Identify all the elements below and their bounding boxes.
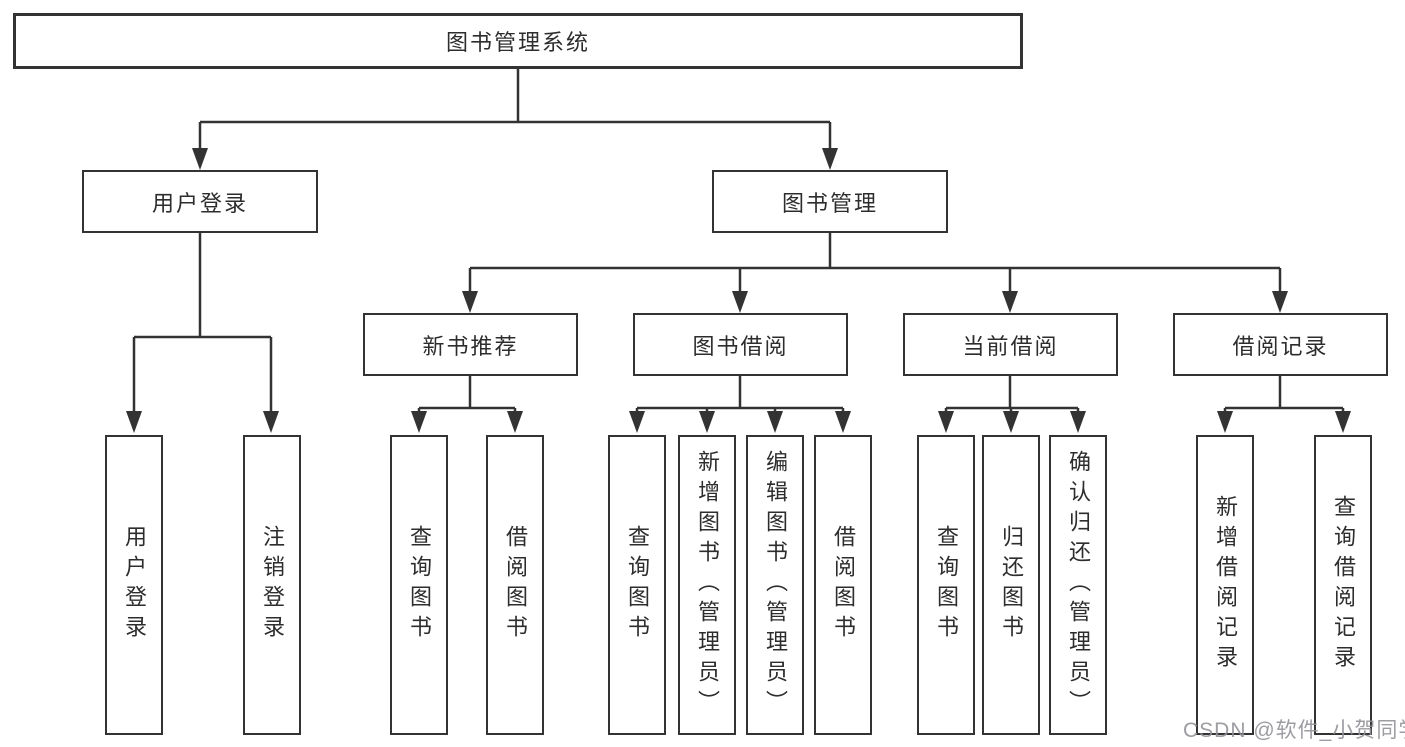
node-label: 编辑图书（管理员） — [763, 450, 788, 720]
leaf-edit-books-admin: 编辑图书（管理员） — [746, 435, 804, 735]
leaf-borrow-books: 借阅图书 — [814, 435, 872, 735]
csdn-watermark: CSDN @软件_小贺同学 — [1183, 719, 1405, 742]
node-label: 用户登录 — [122, 525, 147, 645]
node-label: 新增图书（管理员） — [695, 450, 720, 720]
node-label: 借阅图书 — [503, 525, 528, 645]
node-label: 注销登录 — [260, 525, 285, 645]
node-label: 确认归还（管理员） — [1066, 450, 1091, 720]
node-label: 新书推荐 — [422, 333, 519, 359]
node-borrowing-records: 借阅记录 — [1173, 313, 1388, 376]
node-book-borrowing: 图书借阅 — [633, 313, 848, 376]
node-label: 图书管理 — [781, 190, 878, 216]
node-new-book-recommendation: 新书推荐 — [363, 313, 578, 376]
node-user-login-branch: 用户登录 — [82, 170, 318, 233]
leaf-logout: 注销登录 — [243, 435, 301, 735]
node-label: 当前借阅 — [962, 333, 1059, 359]
leaf-user-login: 用户登录 — [105, 435, 163, 735]
node-current-borrowing: 当前借阅 — [903, 313, 1118, 376]
node-book-management-branch: 图书管理 — [712, 170, 948, 233]
node-label: 借阅图书 — [831, 525, 856, 645]
leaf-query-books: 查询图书 — [608, 435, 666, 735]
leaf-query-books: 查询图书 — [390, 435, 448, 735]
leaf-borrow-books: 借阅图书 — [486, 435, 544, 735]
node-label: 归还图书 — [999, 525, 1024, 645]
node-label: 查询借阅记录 — [1331, 495, 1356, 675]
node-label: 查询图书 — [407, 525, 432, 645]
arrowhead-icons — [126, 148, 1351, 433]
node-label: 图书借阅 — [692, 333, 789, 359]
node-label: 借阅记录 — [1232, 333, 1329, 359]
node-label: 用户登录 — [151, 190, 248, 216]
node-label: 图书管理系统 — [445, 30, 590, 55]
node-label: 查询图书 — [625, 525, 650, 645]
leaf-add-books-admin: 新增图书（管理员） — [678, 435, 736, 735]
node-library-management-system: 图书管理系统 — [13, 13, 1023, 69]
node-label: 新增借阅记录 — [1213, 495, 1238, 675]
leaf-confirm-return-admin: 确认归还（管理员） — [1049, 435, 1107, 735]
leaf-query-books: 查询图书 — [917, 435, 975, 735]
leaf-query-borrow-record: 查询借阅记录 — [1314, 435, 1372, 735]
leaf-return-books: 归还图书 — [982, 435, 1040, 735]
leaf-add-borrow-record: 新增借阅记录 — [1196, 435, 1254, 735]
node-label: 查询图书 — [934, 525, 959, 645]
